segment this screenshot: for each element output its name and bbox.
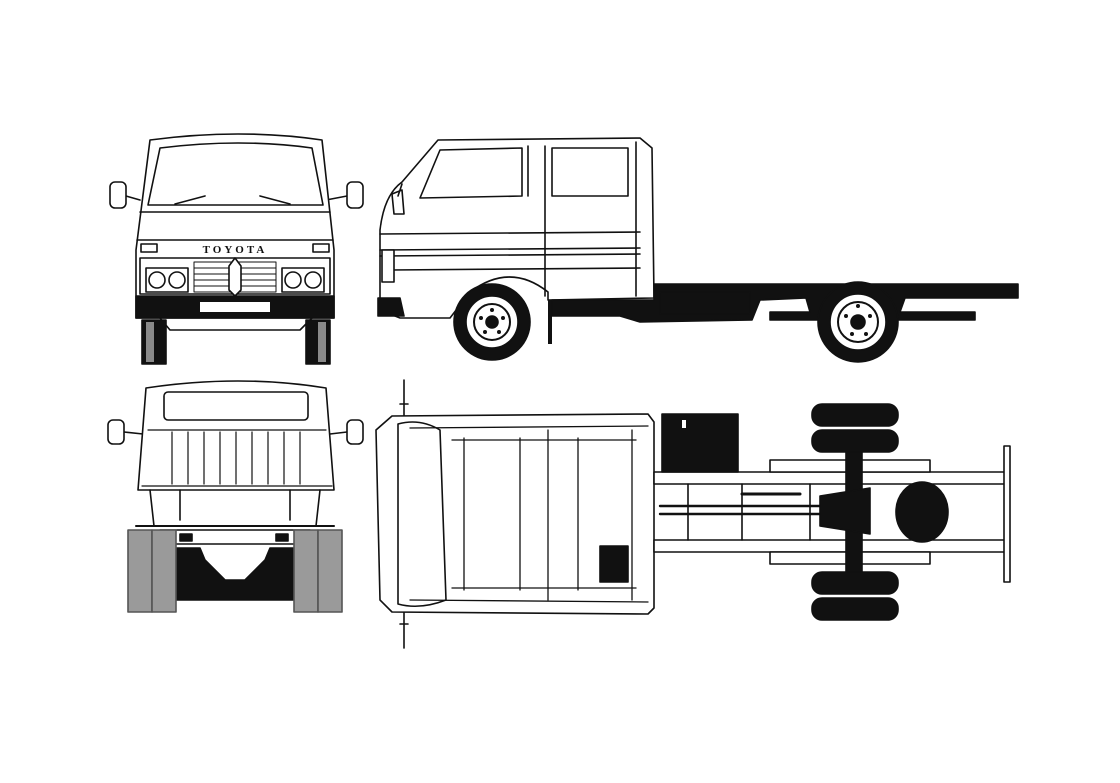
side-view	[377, 137, 1019, 363]
rear-tyres-right	[293, 529, 343, 613]
rear-window	[163, 391, 309, 421]
front-windshield	[147, 142, 324, 206]
front-headlamps-right	[281, 267, 325, 293]
front-view: TOYOTA	[109, 133, 364, 365]
front-grille-badge: TOYOTA	[203, 244, 268, 256]
front-mirror-right	[325, 181, 364, 209]
top-rear-tyres-lower	[811, 571, 899, 621]
top-roof-panels	[409, 425, 649, 603]
side-rear-wheel	[817, 281, 899, 363]
side-door-window-front	[419, 147, 523, 199]
rear-mirror-right	[329, 419, 364, 445]
rear-mirror-left	[107, 419, 144, 445]
top-chassis-frame	[653, 445, 1011, 583]
top-view	[375, 379, 1011, 649]
rear-cab-ribs	[141, 429, 333, 487]
top-rear-tyres-upper	[811, 403, 899, 453]
side-front-wheel	[453, 283, 531, 361]
top-spare-wheel	[895, 481, 949, 543]
front-mirror-left	[109, 181, 141, 209]
front-headlamps-left	[145, 267, 189, 293]
side-door-window-rear	[551, 147, 629, 197]
rear-view	[107, 380, 364, 613]
rear-tyres-left	[127, 529, 177, 613]
top-fuel-tank	[661, 413, 739, 473]
top-battery	[599, 545, 629, 583]
